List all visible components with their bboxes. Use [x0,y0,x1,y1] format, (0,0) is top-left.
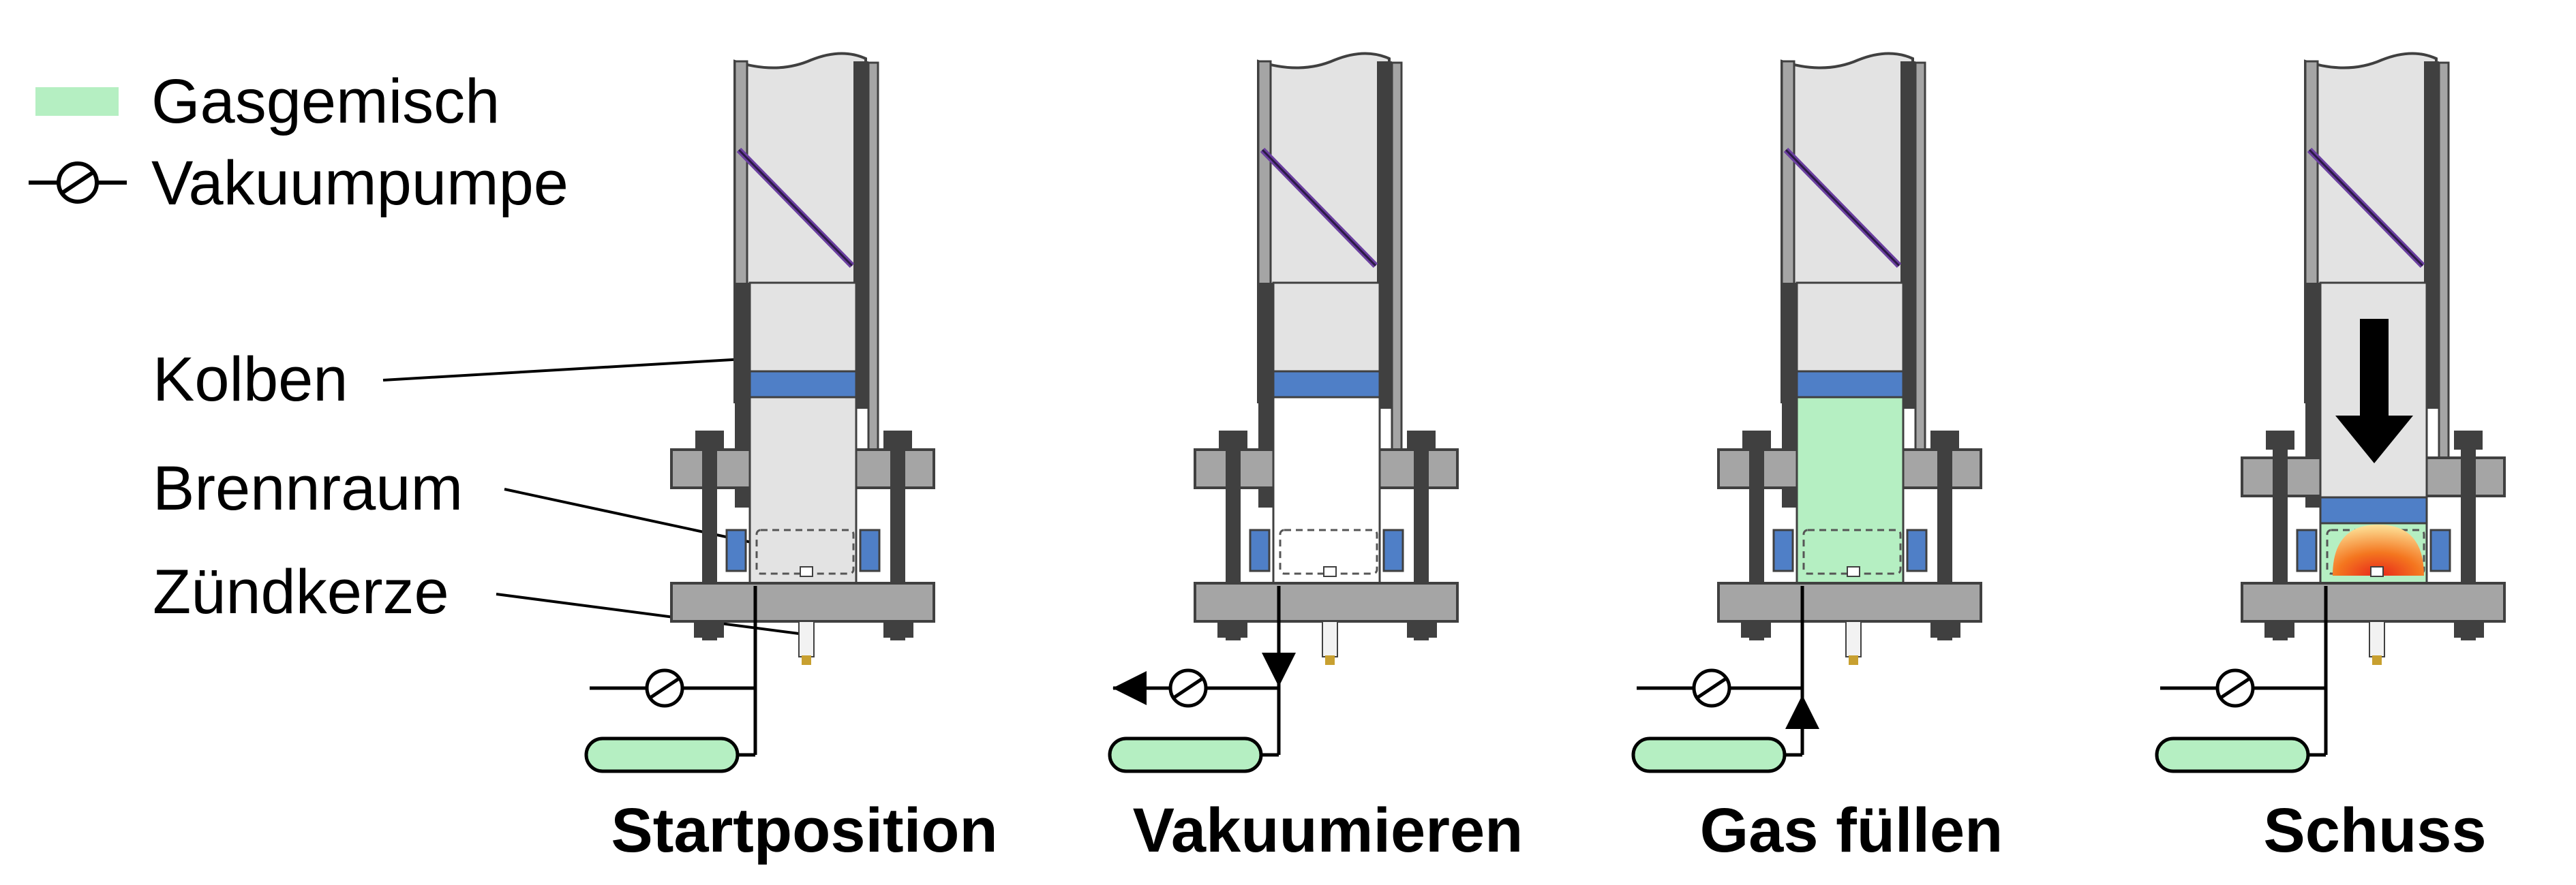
chamber-outline [2326,529,2425,575]
pump-legend-label: Vakuumpumpe [151,149,569,218]
seal-right [859,529,881,572]
nut-left [694,621,724,638]
legend: Gasgemisch Vakuumpumpe [29,67,569,218]
spark-gap [1847,566,1860,577]
gas-bottle [584,736,740,773]
bolt-left-head [1219,431,1247,450]
stage-title-4: Schuss [2263,796,2486,865]
bolt-right-head [883,431,912,450]
base-plate [1717,582,1982,623]
chamber-outline [1802,529,1902,575]
spark-plug-tip [1325,655,1335,665]
spark-plug-tip [1849,655,1858,665]
spark-gap [2370,566,2384,577]
stage-titles: Startposition Vakuumieren Gas füllen Schuss [611,796,2486,865]
spark-plug-body [798,621,815,657]
gas-bottle [2155,736,2310,773]
piston-down-arrow [2335,319,2413,463]
stage-apparatus-1 [584,52,935,773]
callout-labels: Kolben Brennraum Zündkerze [153,345,800,635]
seal-right [1906,529,1928,572]
barrel-left-wall [733,60,748,288]
nut-right [883,621,913,638]
combustion-chamber [1795,396,1905,587]
flame-icon [2333,525,2424,576]
nut-left [1217,621,1247,638]
spark-plug-label: Zündkerze [153,557,449,627]
nut-left [2264,621,2294,638]
vacuum-pump-icon [1168,668,1208,708]
piston-leader-line [382,357,756,382]
barrel-left-wall [2304,60,2319,288]
nut-right [1930,621,1960,638]
stage-apparatus-3 [1631,52,1982,773]
membrane-line-core [1261,149,1377,267]
gas-legend-swatch [35,87,119,116]
nut-right [2454,621,2484,638]
gas-bottle [1108,736,1263,773]
barrel-left-wall [1257,60,1272,288]
membrane-line-core [738,149,853,267]
barrel-outer-right [867,61,879,486]
barrel-left-wall [1781,60,1795,288]
bolt-right-head [1407,431,1436,450]
chamber-outline [1279,529,1378,575]
vacuum-pump-icon [29,161,127,204]
bolt-left-head [695,431,724,450]
bolt-right-head [2454,431,2483,450]
stage-title-1: Startposition [611,796,997,865]
nut-right [1407,621,1437,638]
vacuum-pump-icon [645,668,684,708]
spark-gap [1323,566,1337,577]
nut-left [1741,621,1771,638]
barrel-outer-right [1914,61,1926,486]
bolt-left-head [2266,431,2294,450]
stage-apparatus-2 [1108,52,1459,773]
spark-plug-tip [802,655,811,665]
base-plate [1194,582,1459,623]
spark-plug-body [2369,621,2385,657]
gas-legend-label: Gasgemisch [151,67,500,136]
seal-right [1382,529,1404,572]
seal-left [2296,529,2318,572]
seal-left [725,529,747,572]
cylinder-left-wall [2305,283,2320,508]
barrel-outer-right [2438,61,2450,486]
spark-gap [800,566,813,577]
seal-right [2429,529,2451,572]
combustion-chamber [748,396,858,587]
base-plate [2241,582,2506,623]
stage-apparatus-4 [2155,52,2506,773]
spark-plug-body [1322,621,1338,657]
spark-plug-leader-line [496,593,800,635]
stage-title-2: Vakuumieren [1133,796,1524,865]
spark-plug-body [1845,621,1862,657]
chamber-outline [755,529,855,575]
base-plate [670,582,935,623]
gas-bottle [1631,736,1787,773]
stages [584,52,2506,773]
bolt-left-head [1742,431,1771,450]
spark-plug-tip [2372,655,2382,665]
membrane-line-core [2308,149,2424,267]
piston [748,370,858,399]
piston [1795,370,1905,399]
barrel-outer-right [1391,61,1403,486]
membrane-line-core [1785,149,1900,267]
combustion-chamber [1272,396,1381,587]
bolt-right-head [1930,431,1959,450]
seal-left [1772,529,1794,572]
stage-title-3: Gas füllen [1700,796,2003,865]
piston [2319,496,2428,525]
vacuum-pump-icon [2215,668,2255,708]
piston [1272,370,1381,399]
piston-label: Kolben [153,345,348,414]
seal-left [1249,529,1271,572]
vacuum-pump-icon [1692,668,1731,708]
chamber-label: Brennraum [153,454,463,523]
